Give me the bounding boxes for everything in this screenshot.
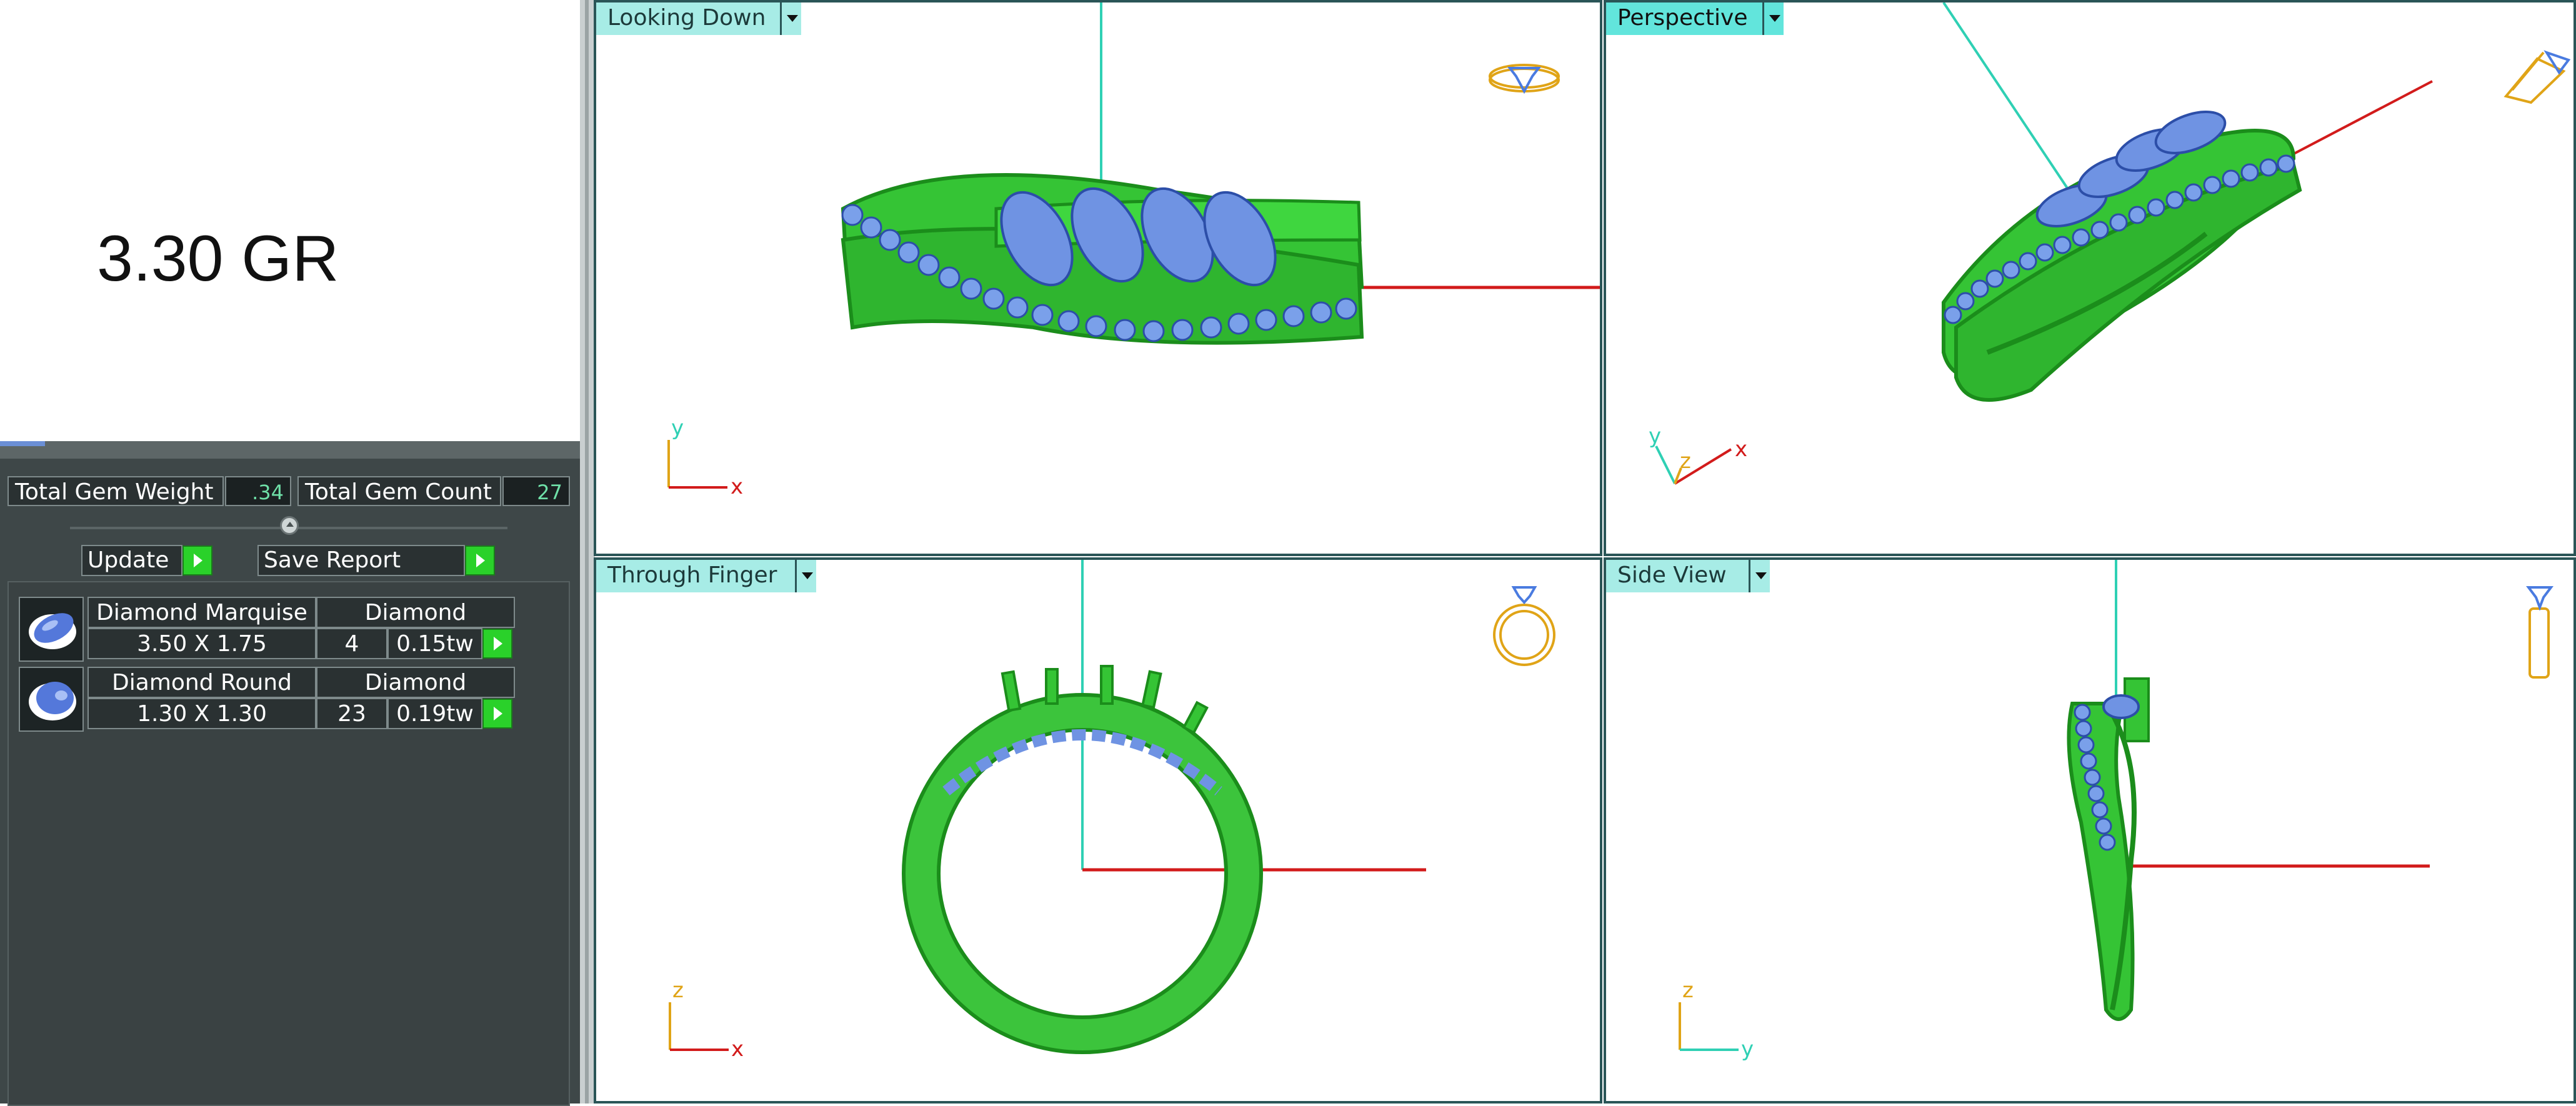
side-view-canvas[interactable]: z y bbox=[1606, 560, 2574, 1101]
gem-size: 3.50 X 1.75 bbox=[87, 628, 316, 659]
axis-label-y: y bbox=[1649, 424, 1661, 449]
axis-label-x: x bbox=[1735, 437, 1747, 462]
side-view-dropdown-icon[interactable] bbox=[1749, 560, 1770, 592]
axis-label-y: y bbox=[1741, 1037, 1754, 1062]
gem-list-area bbox=[7, 581, 570, 1106]
view-orientation-icon bbox=[2504, 50, 2571, 104]
through-finger-dropdown-icon[interactable] bbox=[795, 560, 816, 592]
axis-label-z: z bbox=[1682, 978, 1694, 1003]
viewport-side-view[interactable]: z y Side View bbox=[1604, 557, 2576, 1104]
gem-count: 23 bbox=[316, 698, 387, 729]
viewport-looking-down[interactable]: y x Looking Down bbox=[594, 0, 1602, 556]
axis-label-z: z bbox=[672, 978, 684, 1003]
axis-label-z: z bbox=[1680, 449, 1691, 474]
gem-count: 4 bbox=[316, 628, 387, 659]
looking-down-dropdown-icon[interactable] bbox=[780, 2, 801, 35]
tab-looking-down[interactable]: Looking Down bbox=[596, 2, 780, 35]
perspective-dropdown-icon[interactable] bbox=[1762, 2, 1784, 35]
round-gem-icon bbox=[19, 667, 84, 732]
axis-triad bbox=[1655, 446, 1732, 485]
update-go-icon[interactable] bbox=[182, 546, 212, 575]
view-orientation-icon bbox=[1489, 64, 1560, 94]
looking-down-canvas[interactable]: y x bbox=[596, 2, 1600, 554]
axis-triad bbox=[1679, 1002, 1739, 1051]
ring-model-side bbox=[2067, 677, 2150, 1021]
panel-splitter-line bbox=[585, 0, 589, 1104]
axis-triad bbox=[669, 1002, 729, 1051]
save-report-button[interactable]: Save Report bbox=[257, 545, 465, 576]
total-gem-count-value: 27 bbox=[502, 476, 570, 506]
axis-label-x: x bbox=[731, 1037, 744, 1062]
update-button[interactable]: Update bbox=[81, 545, 182, 576]
gem-row-go-icon[interactable] bbox=[482, 699, 512, 729]
save-report-go-icon[interactable] bbox=[465, 546, 495, 575]
viewport-perspective[interactable]: y z x Perspective bbox=[1604, 0, 2576, 556]
gem-name: Diamond Marquise bbox=[87, 597, 316, 628]
gold-weight-label: 3.30 GR bbox=[97, 222, 339, 295]
viewport-through-finger[interactable]: z x Through Finger bbox=[594, 557, 1602, 1104]
tab-side-view[interactable]: Side View bbox=[1606, 560, 1755, 592]
tab-through-finger[interactable]: Through Finger bbox=[596, 560, 796, 592]
axis-triad bbox=[667, 440, 727, 489]
ring-model-perspective bbox=[1942, 111, 2302, 402]
ring-model-top bbox=[841, 173, 1364, 345]
collapse-toggle-icon[interactable] bbox=[280, 516, 299, 535]
panel-header-strip bbox=[0, 441, 580, 460]
gem-material: Diamond bbox=[316, 667, 515, 698]
ring-model-front bbox=[902, 665, 1263, 1054]
marquise-gem-icon bbox=[19, 597, 84, 662]
view-orientation-icon bbox=[1493, 586, 1555, 666]
perspective-canvas[interactable]: y z x bbox=[1606, 2, 2574, 554]
view-orientation-icon bbox=[2526, 586, 2554, 679]
total-gem-weight-value: .34 bbox=[225, 476, 291, 506]
tab-perspective[interactable]: Perspective bbox=[1606, 2, 1767, 35]
through-finger-canvas[interactable]: z x bbox=[596, 560, 1600, 1101]
axis-label-y: y bbox=[671, 416, 684, 441]
total-gem-weight-label: Total Gem Weight bbox=[7, 476, 224, 506]
total-gem-count-label: Total Gem Count bbox=[297, 476, 501, 506]
gem-name: Diamond Round bbox=[87, 667, 316, 698]
gem-weight: 0.15tw bbox=[387, 628, 482, 659]
panel-tab-marker[interactable] bbox=[0, 441, 45, 446]
gem-material: Diamond bbox=[316, 597, 515, 628]
gem-weight: 0.19tw bbox=[387, 698, 482, 729]
axis-label-x: x bbox=[731, 474, 743, 499]
gem-size: 1.30 X 1.30 bbox=[87, 698, 316, 729]
gem-row-go-icon[interactable] bbox=[482, 629, 512, 659]
